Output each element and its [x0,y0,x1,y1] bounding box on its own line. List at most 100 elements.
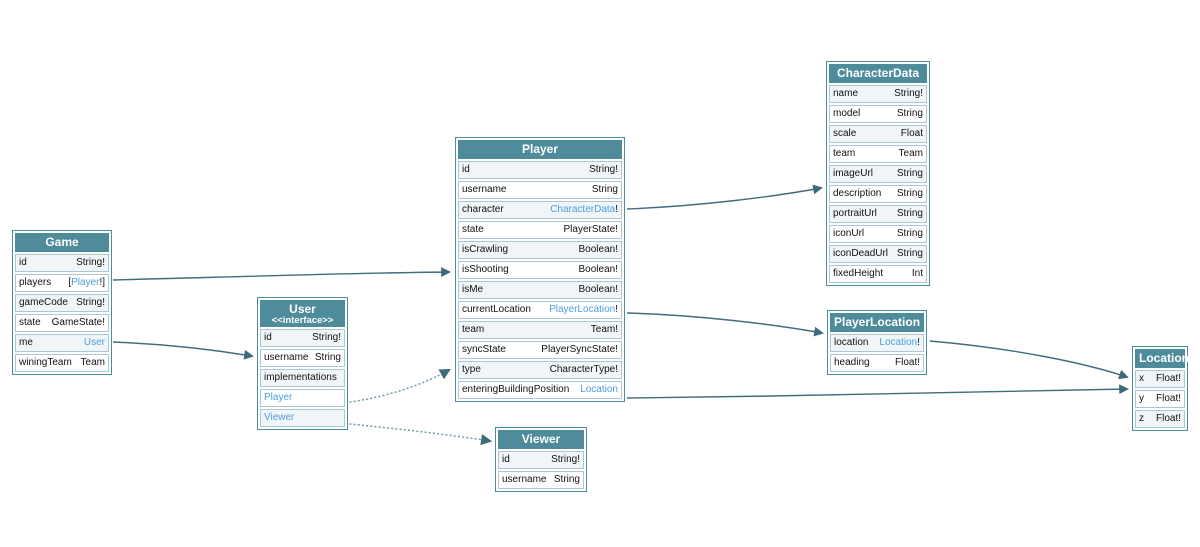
field-row-currentLocation[interactable]: currentLocation PlayerLocation! [458,301,622,319]
field-row-state[interactable]: state GameState! [15,314,109,332]
field-name: y [1139,393,1144,404]
type-link[interactable]: Viewer [264,412,295,423]
edge-game-players-to-player [112,267,451,281]
field-name: fixedHeight [833,268,884,279]
field-name: me [19,337,33,348]
type-link[interactable]: Location [879,337,918,348]
type-link[interactable]: PlayerLocation [549,304,616,315]
field-name: username [462,184,507,195]
field-name: description [833,188,882,199]
type-link[interactable]: User [83,337,105,348]
type-link[interactable]: Player [71,277,100,288]
type-link[interactable]: Location [580,384,618,395]
field-name: state [19,317,41,328]
field-row-enteringBuildingPosition[interactable]: enteringBuildingPosition Location [458,381,622,399]
field-type: Boolean! [578,264,618,275]
type-link[interactable]: CharacterData [550,204,616,215]
field-type: GameState! [51,317,105,328]
field-type: String! [76,297,105,308]
field-name: username [264,352,309,363]
field-type: Location [580,382,618,398]
field-type: Float! [1155,413,1181,424]
entity-game-title[interactable]: Game [15,233,109,252]
entity-location-title[interactable]: Location [1135,349,1189,368]
field-type: Float! [1155,393,1181,404]
field-row-location[interactable]: location Location! [830,334,924,352]
field-row-y[interactable]: y Float! [1135,390,1185,408]
field-name: state [462,224,484,235]
entity-player-title[interactable]: Player [458,140,622,159]
field-row-Viewer[interactable]: Viewer [260,409,345,427]
field-row-implementations[interactable]: implementations [260,369,345,387]
entity-user-title-text: User [289,302,316,316]
type-decorator: [ [68,277,72,288]
field-type: [Player!] [68,275,105,291]
entity-viewer-title[interactable]: Viewer [498,430,584,449]
field-row-username[interactable]: username String [260,349,345,367]
field-type: String [896,208,923,219]
field-row-me[interactable]: me User [15,334,109,352]
field-type: String [314,352,341,363]
field-type: Boolean! [578,244,618,255]
field-name: enteringBuildingPosition [462,384,570,395]
entity-characterdata-title[interactable]: CharacterData [829,64,927,83]
field-type: PlayerLocation! [549,302,618,318]
field-type: String [553,474,580,485]
field-name: heading [834,357,870,368]
field-type: Float! [1155,373,1181,384]
field-row-Player[interactable]: Player [260,389,345,407]
field-type: Team [80,357,105,368]
edge-player-currentlocation-to-playerlocation [626,312,824,337]
entity-playerlocation-title[interactable]: PlayerLocation [830,313,924,332]
field-name: location [834,337,869,348]
type-link[interactable]: Player [264,392,293,403]
edge-player-enteringbuildingposition-to-location [626,384,1129,399]
entity-user-title[interactable]: User <<interface>> [260,300,345,327]
field-type: Team! [590,324,618,335]
type-decorator: ! [917,337,920,348]
field-type: String! [894,88,923,99]
field-row-players[interactable]: players[Player!] [15,274,109,292]
field-name: currentLocation [462,304,531,315]
field-type: PlayerSyncState! [541,344,618,355]
